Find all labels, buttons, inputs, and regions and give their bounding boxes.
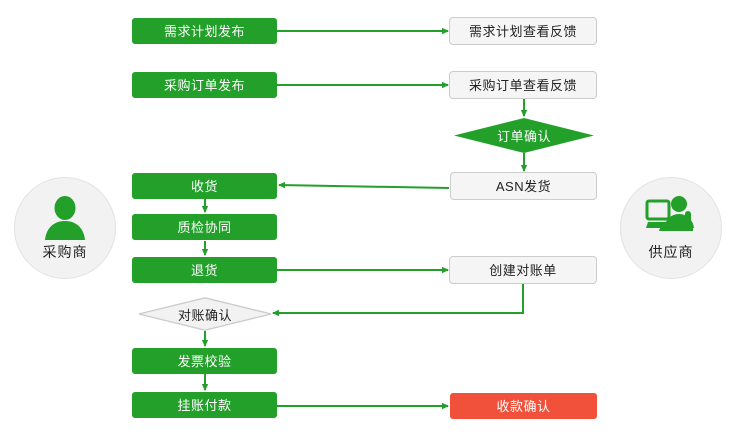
link-asn-to-receive-goods bbox=[278, 181, 450, 189]
link-create-statement-to-statement-confirm bbox=[272, 284, 524, 317]
node-invoice-verify[interactable]: 发票校验 bbox=[132, 348, 277, 374]
node-demand-plan-feedback[interactable]: 需求计划查看反馈 bbox=[449, 17, 597, 45]
role-supplier[interactable]: 供应商 bbox=[620, 177, 722, 279]
node-statement-confirm[interactable]: 对账确认 bbox=[138, 297, 272, 331]
node-return-goods[interactable]: 退货 bbox=[132, 257, 277, 283]
diamond-shape-statement-confirm bbox=[138, 297, 272, 331]
role-buyer-label: 采购商 bbox=[42, 243, 88, 260]
node-payment-confirm[interactable]: 收款确认 bbox=[450, 393, 597, 419]
node-order-confirm-label: 订单确认 bbox=[496, 129, 551, 144]
node-create-statement[interactable]: 创建对账单 bbox=[449, 256, 597, 284]
diamond-shape-order-confirm bbox=[454, 118, 594, 153]
role-buyer[interactable]: 采购商 bbox=[14, 177, 116, 279]
node-statement-confirm-label: 对账确认 bbox=[177, 307, 232, 323]
node-accrual-payment[interactable]: 挂账付款 bbox=[132, 392, 277, 418]
node-po-feedback[interactable]: 采购订单查看反馈 bbox=[449, 71, 597, 99]
node-order-confirm[interactable]: 订单确认 bbox=[454, 118, 594, 153]
node-asn-shipment[interactable]: ASN发货 bbox=[450, 172, 597, 200]
node-demand-plan-publish[interactable]: 需求计划发布 bbox=[132, 18, 277, 44]
node-receive-goods[interactable]: 收货 bbox=[132, 173, 277, 199]
person-at-computer-icon bbox=[645, 195, 694, 231]
node-quality-collab[interactable]: 质检协同 bbox=[132, 214, 277, 240]
node-po-publish[interactable]: 采购订单发布 bbox=[132, 72, 277, 98]
role-supplier-label: 供应商 bbox=[648, 243, 694, 260]
person-icon bbox=[45, 195, 85, 240]
